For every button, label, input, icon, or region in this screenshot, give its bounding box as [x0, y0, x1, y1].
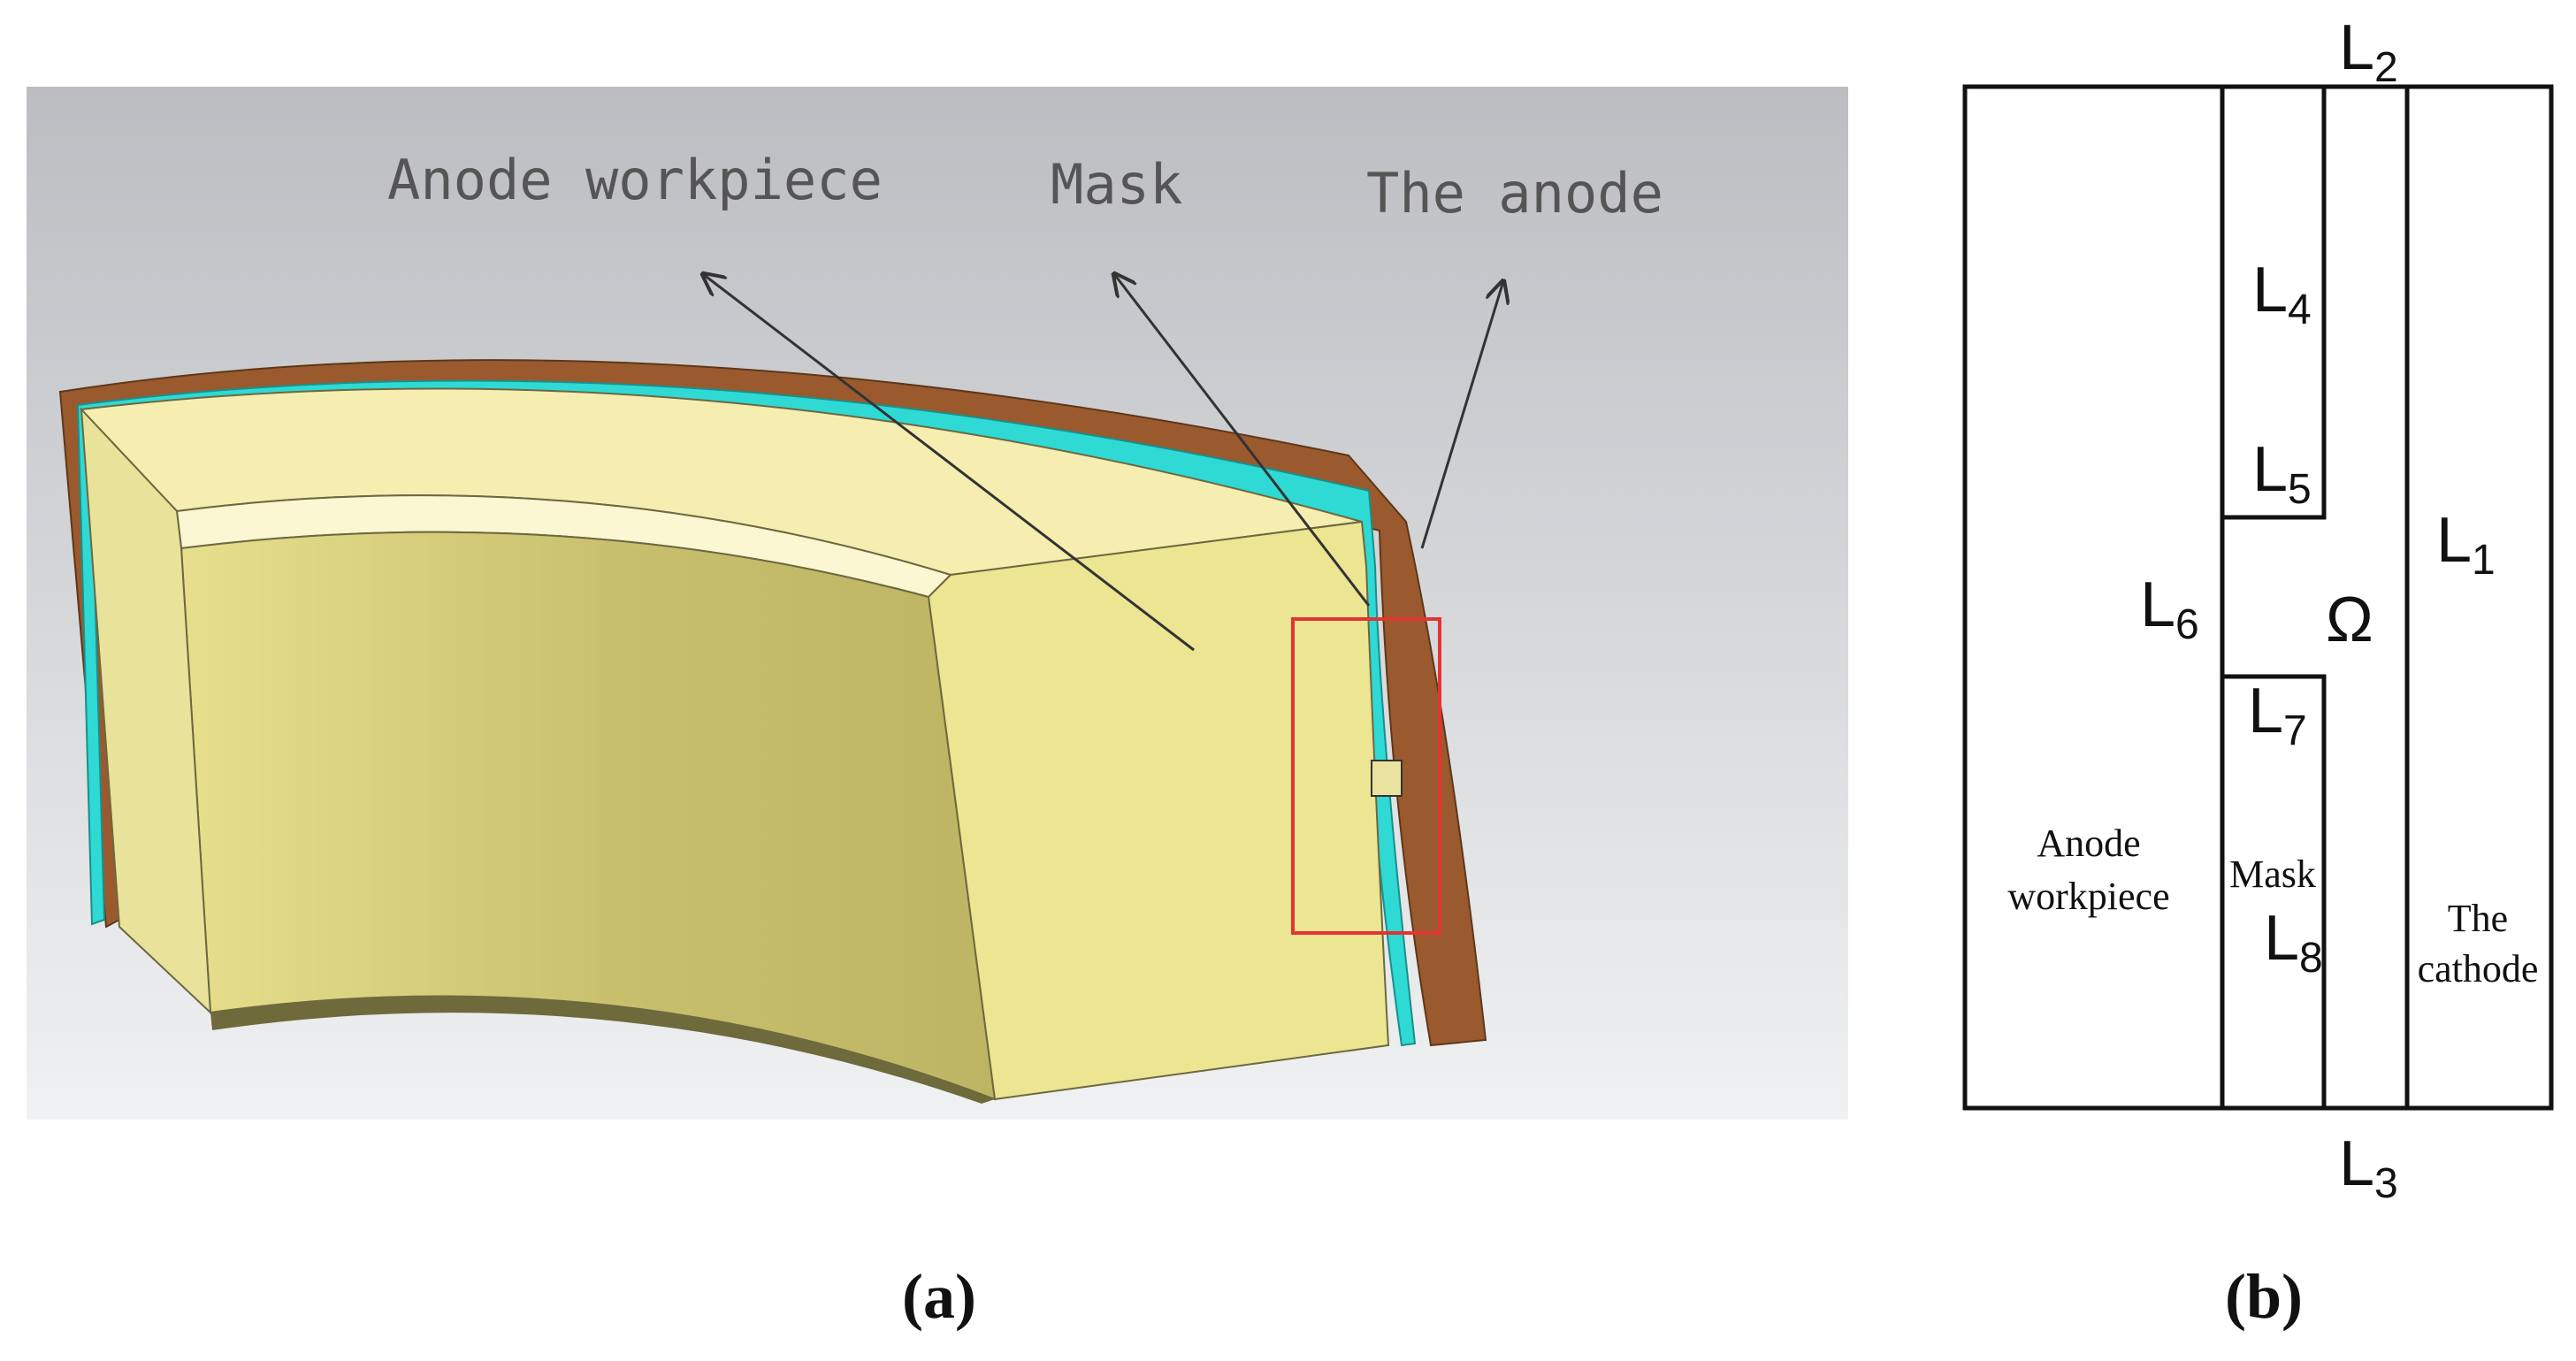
boundary-l4-base: L [2252, 255, 2288, 325]
boundary-l8: L8 [2264, 903, 2323, 982]
caption-b: (b) [2225, 1261, 2303, 1332]
boundary-l5: L5 [2252, 434, 2312, 513]
arrow-mask [1114, 274, 1371, 607]
boundary-l3-sub: 3 [2374, 1160, 2398, 1207]
boundary-l6: L6 [2140, 570, 2199, 648]
boundary-l2-sub: 2 [2374, 44, 2398, 91]
region-cathode-line1: The [2448, 897, 2508, 940]
boundary-l4-sub: 4 [2288, 287, 2312, 333]
arrow-the-anode [1420, 281, 1503, 549]
highlight-box [1291, 617, 1441, 935]
boundary-l2: L2 [2339, 12, 2398, 91]
label-the-anode: The anode [1366, 161, 1663, 226]
boundary-l1: L1 [2436, 505, 2496, 584]
boundary-l1-sub: 1 [2472, 537, 2496, 584]
label-mask: Mask [1051, 152, 1182, 217]
boundary-l6-sub: 6 [2175, 601, 2199, 648]
panel-b-region-labels: Anode workpiece Mask The cathode [2007, 822, 2538, 990]
boundary-l8-sub: 8 [2299, 935, 2323, 982]
arrow-anode-workpiece [703, 274, 1195, 652]
panel-a: Anode workpiece Mask The anode (a) [27, 87, 1848, 1332]
boundary-l6-base: L [2140, 570, 2175, 640]
boundary-l2-base: L [2339, 12, 2374, 83]
domain-outer-rectangle [1962, 84, 2554, 1111]
boundary-l3-base: L [2339, 1128, 2374, 1199]
boundary-l7-sub: 7 [2283, 707, 2307, 754]
boundary-l8-base: L [2264, 903, 2299, 974]
boundary-l3: L3 [2339, 1128, 2398, 1207]
region-mask: Mask [2229, 853, 2316, 896]
boundary-l5-sub: 5 [2288, 466, 2312, 513]
panel-b [1962, 84, 2554, 1111]
label-anode-workpiece: Anode workpiece [387, 148, 883, 212]
workpiece-cut-face [927, 520, 1390, 1101]
workpiece-bottom-rim [210, 996, 995, 1104]
region-cathode-line2: cathode [2418, 947, 2539, 990]
boundary-l1-base: L [2436, 505, 2472, 576]
boundary-l7: L7 [2248, 676, 2307, 754]
lower-mask-outline [2222, 674, 2327, 1108]
boundary-l5-base: L [2252, 434, 2288, 505]
upper-mask-outline [2222, 87, 2327, 520]
workpiece-left-face [80, 407, 212, 1015]
domain-omega: Ω [2326, 585, 2373, 655]
caption-a: (a) [902, 1261, 976, 1332]
mask-notch [1371, 760, 1403, 797]
boundary-l4: L4 [2252, 255, 2312, 333]
panel-b-labels: L2 L4 L5 L1 L6 Ω L7 L8 L3 [2140, 12, 2496, 1207]
region-anode-workpiece-line2: workpiece [2007, 875, 2169, 918]
region-anode-workpiece-line1: Anode [2037, 822, 2140, 865]
boundary-l7-base: L [2248, 676, 2283, 746]
